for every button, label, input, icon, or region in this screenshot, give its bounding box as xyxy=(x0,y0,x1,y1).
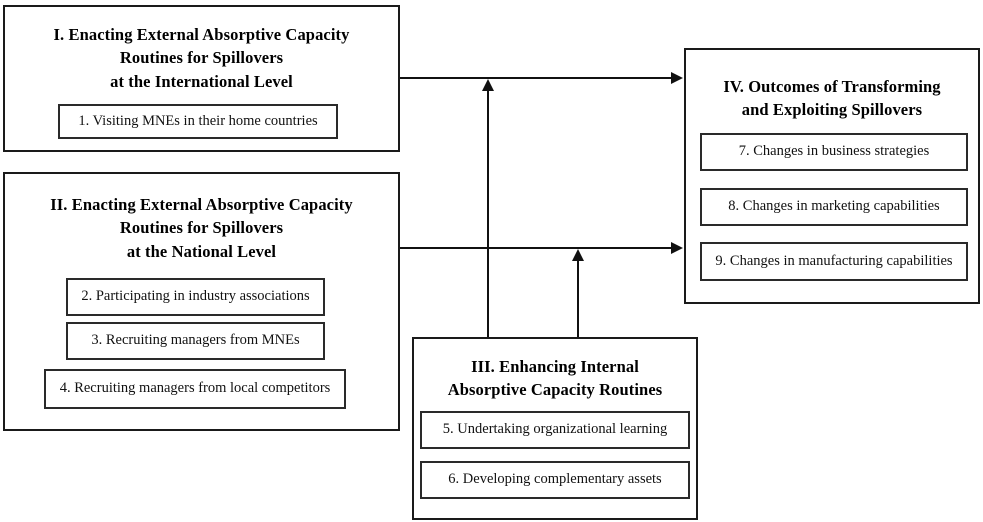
routine-item-6[interactable]: 6. Developing complementary assets xyxy=(420,461,690,499)
arrow-line-national-to-outcomes xyxy=(400,247,672,249)
routine-item-1-label: 1. Visiting MNEs in their home countries xyxy=(78,112,318,129)
routine-item-6-label: 6. Developing complementary assets xyxy=(448,471,662,488)
arrow-line-internal-to-national-flow xyxy=(577,260,579,337)
arrow-line-internal-to-international-flow xyxy=(487,90,489,337)
routine-item-1[interactable]: 1. Visiting MNEs in their home countries xyxy=(58,104,338,139)
routine-item-3[interactable]: 3. Recruiting managers from MNEs xyxy=(66,322,325,360)
title-line: I. Enacting External Absorptive Capacity xyxy=(53,25,350,44)
box-outcomes-title: IV. Outcomes of Transforming and Exploit… xyxy=(686,75,978,122)
outcome-item-7-label: 7. Changes in business strategies xyxy=(738,143,930,160)
routine-item-2[interactable]: 2. Participating in industry association… xyxy=(66,278,325,316)
outcome-item-8-label: 8. Changes in marketing capabilities xyxy=(728,198,940,215)
arrow-head-internal-to-national-flow xyxy=(572,249,584,261)
title-line: II. Enacting External Absorptive Capacit… xyxy=(50,195,353,214)
arrow-head-internal-to-international-flow xyxy=(482,79,494,91)
routine-item-5[interactable]: 5. Undertaking organizational learning xyxy=(420,411,690,449)
routine-item-5-label: 5. Undertaking organizational learning xyxy=(442,421,668,438)
title-line: III. Enhancing Internal xyxy=(471,357,639,376)
box-national-level-title: II. Enacting External Absorptive Capacit… xyxy=(5,193,398,263)
title-line: and Exploiting Spillovers xyxy=(741,100,923,120)
arrow-line-international-to-outcomes xyxy=(400,77,672,79)
box-internal-capacity-title: III. Enhancing Internal Absorptive Capac… xyxy=(414,355,696,402)
title-line: IV. Outcomes of Transforming xyxy=(723,77,941,96)
title-line: Absorptive Capacity Routines xyxy=(447,380,663,400)
routine-item-4[interactable]: 4. Recruiting managers from local compet… xyxy=(44,369,346,409)
routine-item-2-label: 2. Participating in industry association… xyxy=(81,288,310,305)
outcome-item-9[interactable]: 9. Changes in manufacturing capabilities xyxy=(700,242,968,281)
title-line: at the National Level xyxy=(126,241,277,261)
arrow-head-national-to-outcomes xyxy=(671,242,683,254)
arrow-head-international-to-outcomes xyxy=(671,72,683,84)
outcome-item-9-label: 9. Changes in manufacturing capabilities xyxy=(715,252,953,269)
outcome-item-8[interactable]: 8. Changes in marketing capabilities xyxy=(700,188,968,226)
box-international-level-title: I. Enacting External Absorptive Capacity… xyxy=(5,23,398,93)
title-line: Routines for Spillovers xyxy=(119,218,284,238)
outcome-item-7[interactable]: 7. Changes in business strategies xyxy=(700,133,968,171)
routine-item-4-label: 4. Recruiting managers from local compet… xyxy=(59,380,331,397)
routine-item-3-label: 3. Recruiting managers from MNEs xyxy=(91,332,300,349)
title-line: Routines for Spillovers xyxy=(119,48,284,68)
title-line: at the International Level xyxy=(110,71,293,91)
